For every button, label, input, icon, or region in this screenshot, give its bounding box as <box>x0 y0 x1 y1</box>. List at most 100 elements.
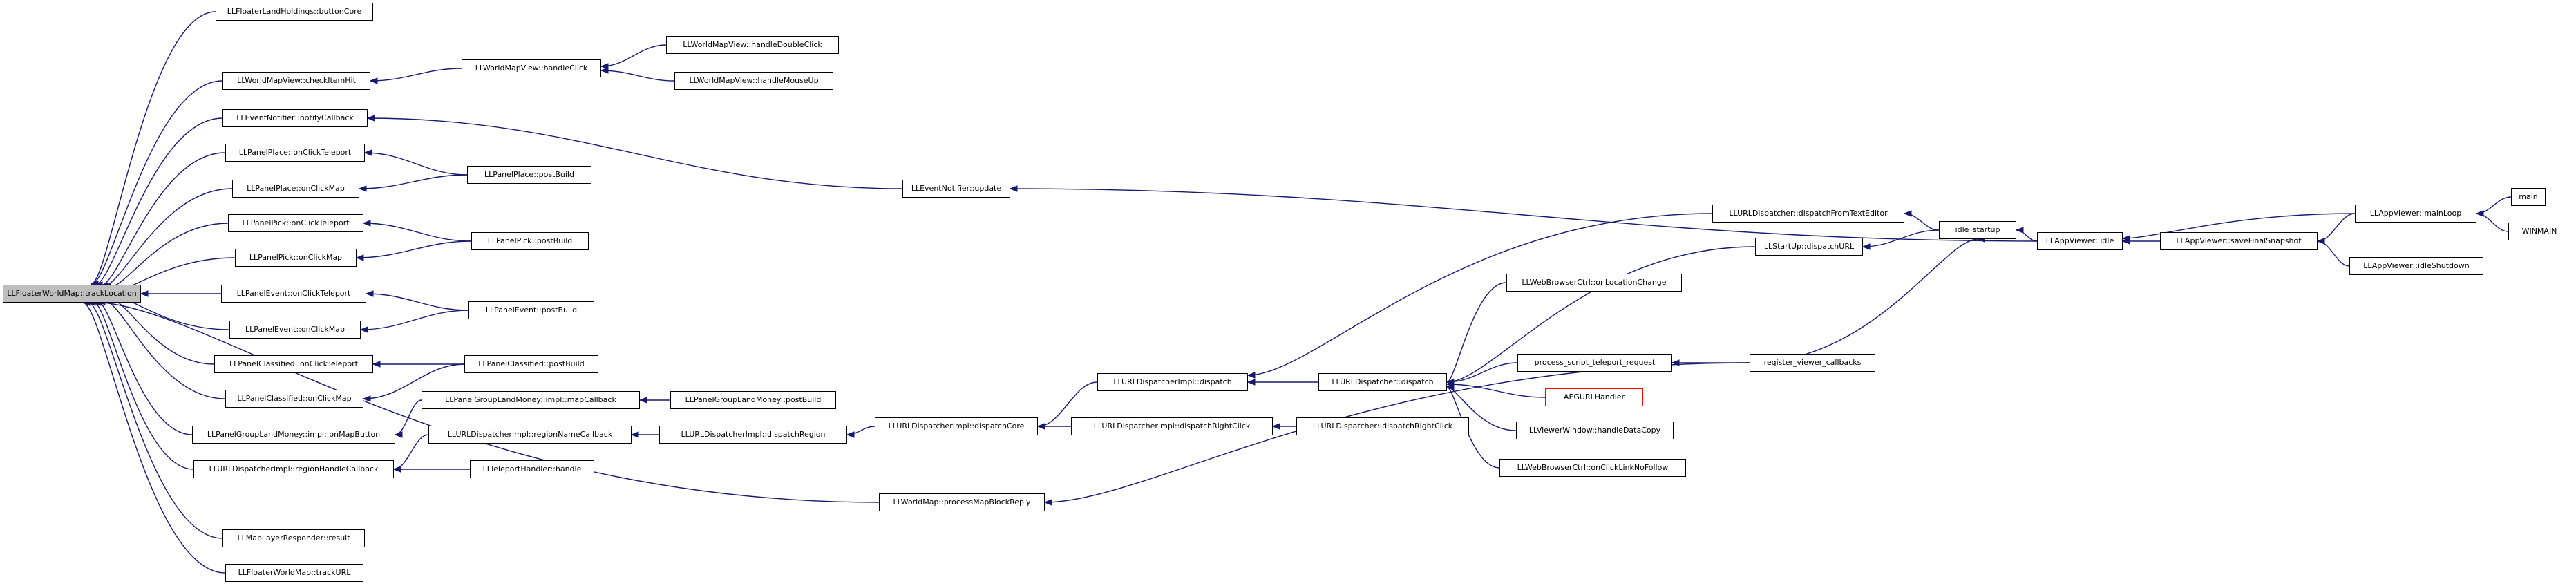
node[interactable]: LLPanelEvent::postBuild <box>468 301 594 319</box>
node[interactable]: LLPanelPlace::onClickMap <box>232 180 359 198</box>
arrowhead <box>1862 243 1871 250</box>
call-edge <box>363 363 465 399</box>
call-edge <box>359 174 468 189</box>
call-edge <box>2122 213 2356 239</box>
call-edge <box>366 293 469 311</box>
node[interactable]: LLPanelPlace::onClickTeleport <box>225 144 365 162</box>
node[interactable]: LLPanelClassified::onClickMap <box>225 390 363 408</box>
node[interactable]: LLPanelGroupLandMoney::postBuild <box>670 391 836 409</box>
call-edge <box>1904 213 1940 231</box>
node[interactable]: LLURLDispatcherImpl::regionHandleCallbac… <box>193 460 394 478</box>
arrowhead <box>2316 238 2325 245</box>
arrowhead <box>1043 499 1052 506</box>
arrowhead <box>358 185 367 192</box>
call-edge <box>2476 196 2512 214</box>
node[interactable]: LLPanelPick::onClickTeleport <box>228 214 363 232</box>
call-edge <box>103 188 233 287</box>
arrowhead <box>1247 372 1256 379</box>
node[interactable]: idle_startup <box>1939 221 2016 239</box>
arrowhead <box>369 77 378 84</box>
node[interactable]: LLAppViewer::mainLoop <box>2355 205 2476 223</box>
node[interactable]: LLEventNotifier::update <box>902 180 1010 198</box>
node[interactable]: LLAppViewer::idle <box>2037 232 2123 250</box>
node[interactable]: LLFloaterLandHoldings::buttonCore <box>216 3 373 21</box>
call-edge <box>1446 246 1756 383</box>
call-edge <box>104 301 226 399</box>
node[interactable]: LLWorldMapView::handleMouseUp <box>674 72 833 90</box>
call-edge <box>91 301 880 503</box>
call-edge <box>82 302 226 574</box>
call-edge <box>2317 213 2356 242</box>
node[interactable]: LLURLDispatcher::dispatchRightClick <box>1296 417 1469 435</box>
arrowhead <box>372 361 381 368</box>
node[interactable]: register_viewer_callbacks <box>1750 354 1875 372</box>
arrowhead <box>600 63 609 70</box>
arrowhead <box>1903 210 1912 217</box>
call-edge <box>364 152 468 176</box>
node[interactable]: LLWorldMapView::handleDoubleClick <box>666 36 839 54</box>
arrowhead <box>1271 423 1280 430</box>
call-edge <box>1862 229 1940 247</box>
node[interactable]: process_script_teleport_request <box>1517 354 1672 372</box>
arrowhead <box>1446 384 1455 390</box>
node[interactable]: LLURLDispatcherImpl::dispatchRegion <box>659 426 847 444</box>
node[interactable]: LLPanelClassified::postBuild <box>464 355 598 373</box>
node[interactable]: LLURLDispatcherImpl::dispatch <box>1097 373 1248 391</box>
node[interactable]: LLPanelEvent::onClickTeleport <box>221 285 366 303</box>
node[interactable]: LLTeleportHandler::handle <box>470 460 594 478</box>
node[interactable]: LLPanelPick::postBuild <box>471 232 589 250</box>
call-edge <box>1010 188 2038 242</box>
call-edge <box>100 152 226 286</box>
call-edge <box>370 68 462 82</box>
call-edge <box>118 298 230 330</box>
node[interactable]: main <box>2511 188 2546 206</box>
node[interactable]: LLFloaterWorldMap::trackURL <box>225 564 363 582</box>
arrowhead <box>363 149 372 156</box>
node[interactable]: LLPanelPlace::postBuild <box>467 166 591 184</box>
node[interactable]: LLEventNotifier::notifyCallback <box>222 109 368 127</box>
node[interactable]: LLURLDispatcher::dispatchFromTextEditor <box>1712 205 1904 223</box>
node[interactable]: LLPanelEvent::onClickMap <box>229 321 361 339</box>
call-edge <box>1446 362 1518 383</box>
node[interactable]: LLWorldMap::processMapBlockReply <box>879 493 1045 511</box>
arrowhead <box>394 431 403 438</box>
node[interactable]: LLMapLayerResponder::result <box>222 529 365 547</box>
arrowhead <box>362 395 371 402</box>
node[interactable]: LLPanelGroupLandMoney::impl::onMapButton <box>192 426 395 444</box>
node[interactable]: WINMAIN <box>2508 223 2570 240</box>
arrowhead <box>1247 379 1256 386</box>
node[interactable]: LLPanelClassified::onClickTeleport <box>214 355 373 373</box>
arrowhead <box>846 431 855 438</box>
arrowhead <box>392 466 401 473</box>
node[interactable]: LLPanelGroupLandMoney::impl::mapCallback <box>422 391 640 409</box>
node[interactable]: LLURLDispatcher::dispatch <box>1318 373 1447 391</box>
call-edge <box>97 301 193 435</box>
arrowhead <box>365 290 374 297</box>
arrowhead <box>600 67 609 74</box>
call-edge <box>88 302 223 539</box>
arrowhead <box>1009 185 1018 192</box>
call-edge <box>1446 282 1507 383</box>
node-highlighted[interactable]: AEGURLHandler <box>1545 388 1643 406</box>
node[interactable]: LLURLDispatcherImpl::dispatchRightClick <box>1071 417 1273 435</box>
node[interactable]: LLURLDispatcherImpl::regionNameCallback <box>428 426 632 444</box>
node[interactable]: LLWorldMapView::handleClick <box>462 59 601 77</box>
node[interactable]: LLAppViewer::saveFinalSnapshot <box>2160 232 2318 250</box>
call-edge <box>2317 240 2350 267</box>
node[interactable]: LLURLDispatcherImpl::dispatchCore <box>875 417 1038 435</box>
call-edge <box>93 302 194 470</box>
node[interactable]: LLWorldMapView::checkItemHit <box>222 72 370 90</box>
node[interactable]: LLWebBrowserCtrl::onLocationChange <box>1506 274 1682 292</box>
node[interactable]: LLWebBrowserCtrl::onClickLinkNoFollow <box>1499 459 1686 477</box>
call-edge <box>1446 384 1546 398</box>
node[interactable]: LLAppViewer::idleShutdown <box>2349 257 2483 275</box>
node[interactable]: LLPanelPick::onClickMap <box>235 249 357 267</box>
call-edge <box>2476 213 2509 232</box>
node[interactable]: LLStartUp::dispatchURL <box>1755 238 1863 256</box>
arrowhead <box>359 326 368 333</box>
call-edge <box>95 117 223 285</box>
call-edge <box>363 223 472 242</box>
node[interactable]: LLViewerWindow::handleDataCopy <box>1516 422 1674 440</box>
node-root: LLFloaterWorldMap::trackLocation <box>3 285 141 303</box>
